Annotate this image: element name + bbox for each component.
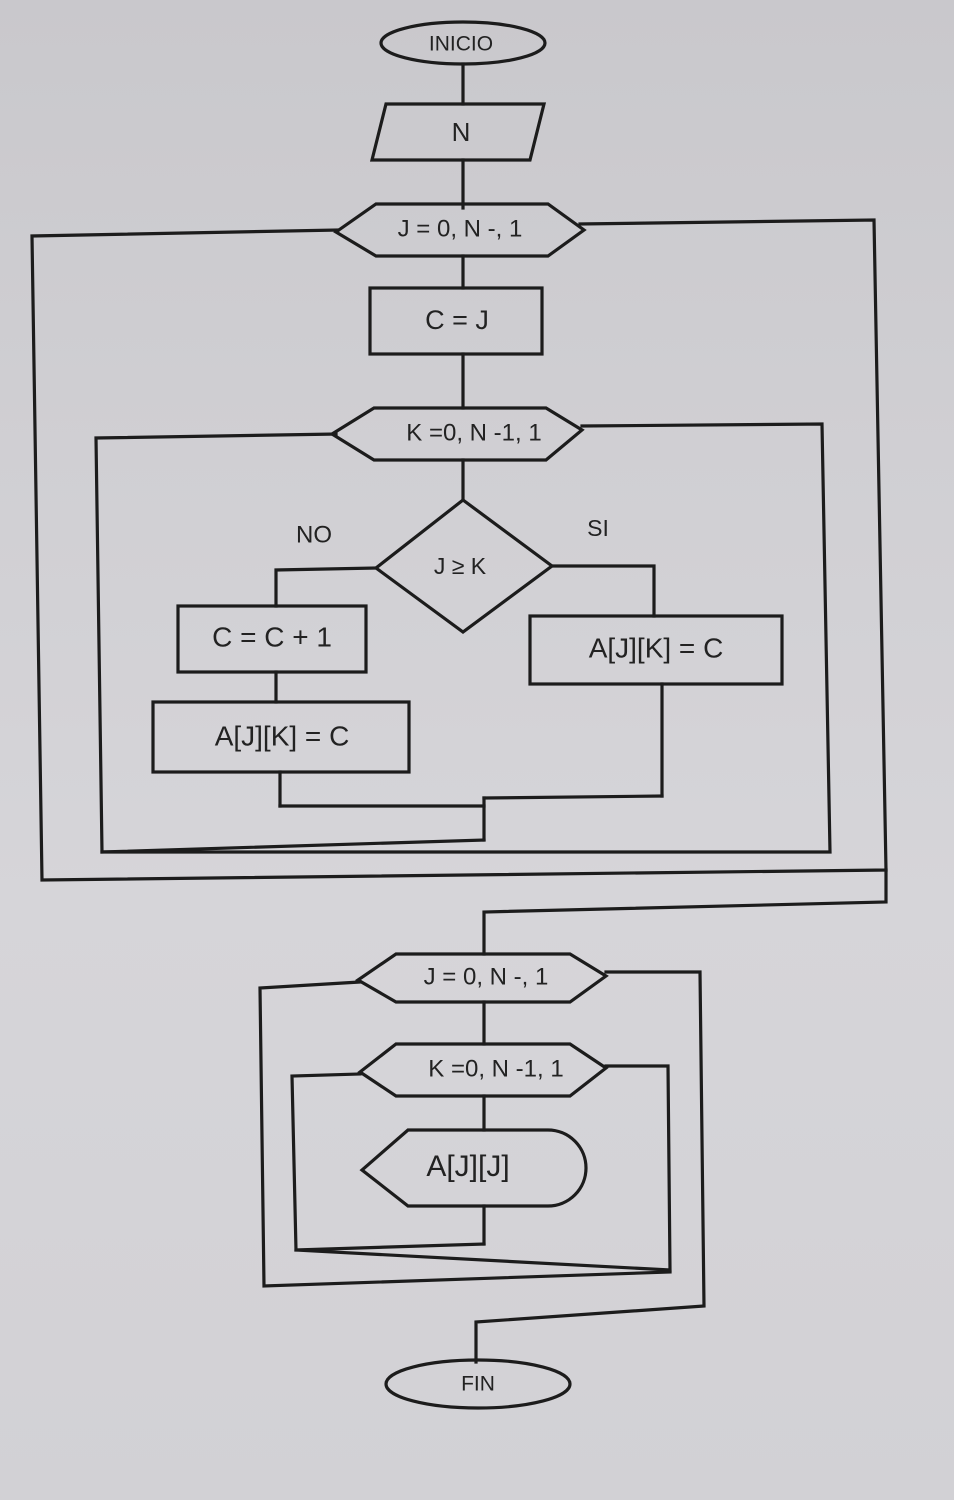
start-terminal: INICIO	[379, 20, 547, 66]
no-assign-label: A[J][K] = C	[215, 720, 350, 751]
branch-no-label: NO	[296, 521, 332, 548]
inner-loop-1-label: K =0, N -1, 1	[406, 419, 541, 446]
decision-label: J ≥ K	[434, 553, 487, 579]
inner-loop-2-hexagon: K =0, N -1, 1	[357, 1042, 609, 1098]
no-increment-label: C = C + 1	[212, 621, 332, 652]
connector-lines	[30, 62, 888, 1364]
branch-si-label: SI	[587, 515, 609, 541]
output-display-shape: A[J][J]	[359, 1128, 588, 1208]
inner-loop-1-hexagon: K =0, N -1, 1	[328, 406, 585, 462]
outer-loop-1-label: J = 0, N -, 1	[398, 215, 523, 242]
decision-diamond: J ≥ K NO SI	[296, 497, 609, 634]
end-terminal: FIN	[384, 1358, 572, 1410]
input-label: N	[452, 117, 471, 147]
no-increment-box: C = C + 1	[176, 604, 368, 674]
no-assign-box: A[J][K] = C	[151, 700, 411, 774]
assign-c-box: C = J	[368, 286, 544, 356]
inner-loop-2-label: K =0, N -1, 1	[428, 1055, 563, 1082]
si-assign-box: A[J][K] = C	[528, 614, 784, 686]
outer-loop-2-hexagon: J = 0, N -, 1	[355, 952, 609, 1004]
output-label: A[J][J]	[426, 1150, 509, 1183]
si-assign-label: A[J][K] = C	[589, 632, 724, 663]
outer-loop-2-label: J = 0, N -, 1	[424, 963, 549, 990]
input-parallelogram: N	[369, 102, 547, 162]
assign-c-label: C = J	[425, 305, 489, 335]
start-label: INICIO	[429, 33, 493, 56]
end-label: FIN	[461, 1373, 495, 1396]
outer-loop-1-hexagon: J = 0, N -, 1	[333, 202, 587, 258]
